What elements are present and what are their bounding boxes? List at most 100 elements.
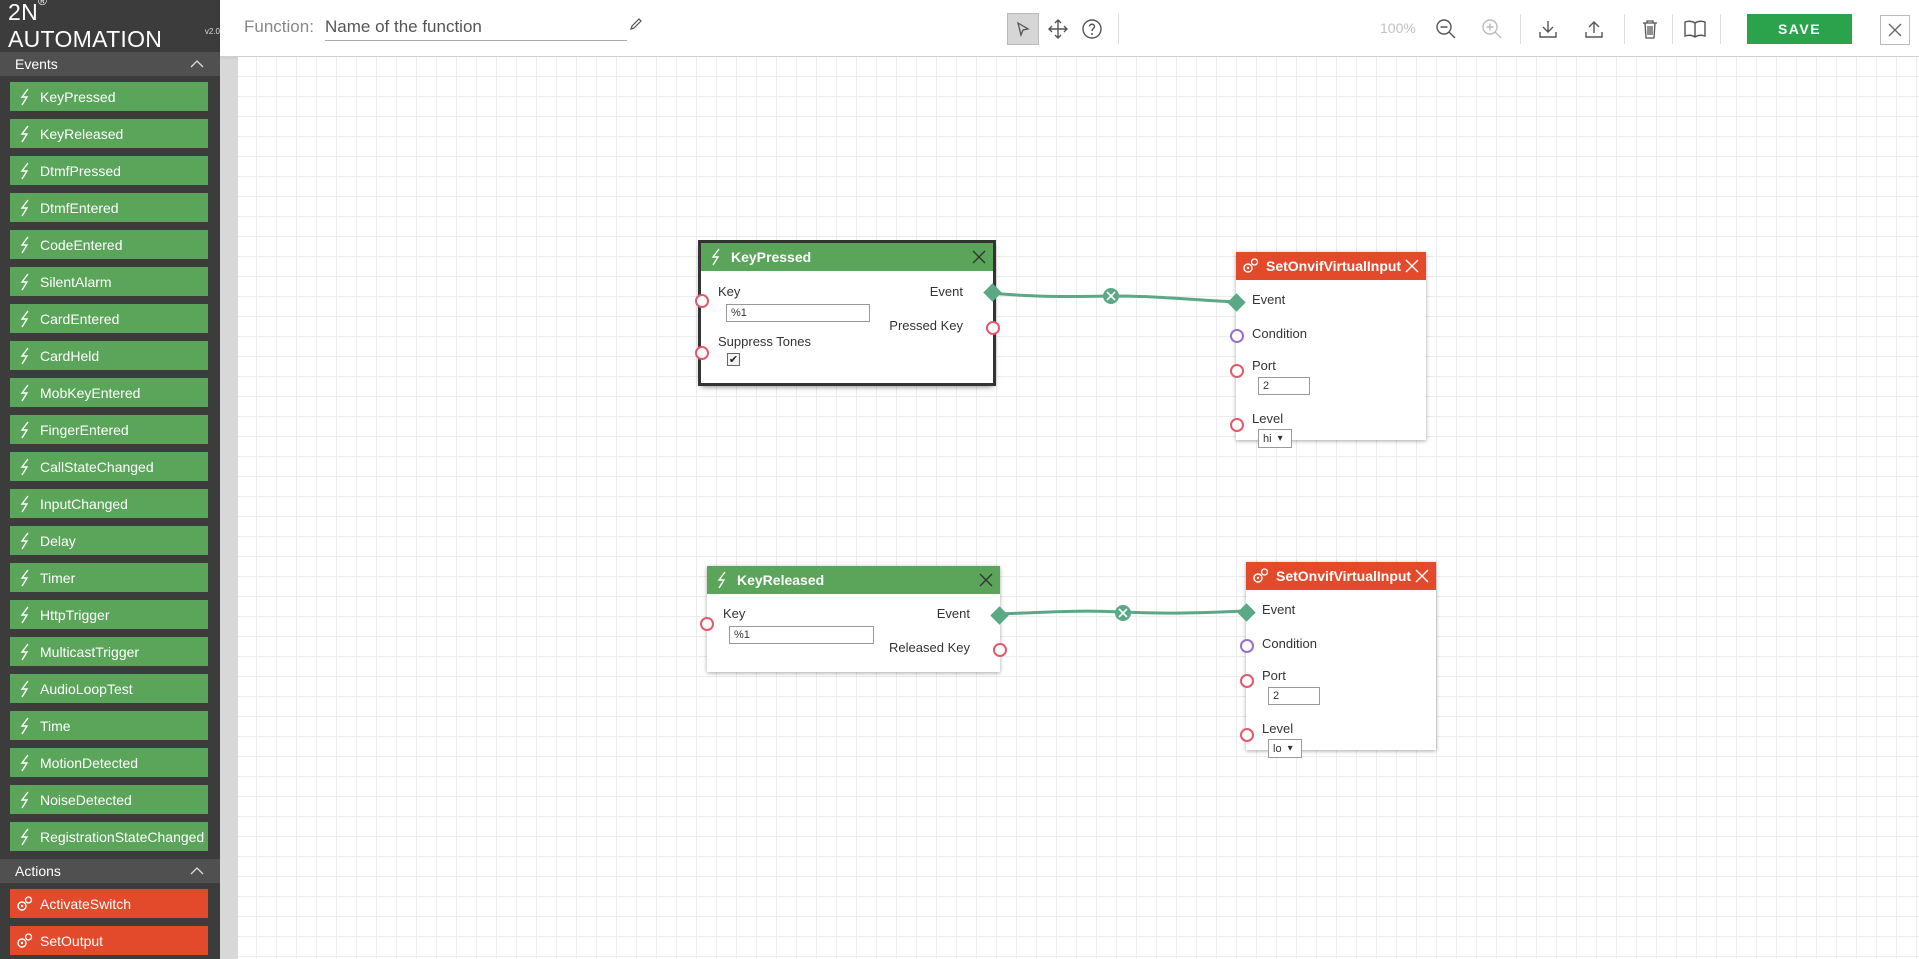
node-keypressed[interactable]: KeyPressed Key Suppress Tones ✔ Event Pr… [701, 243, 993, 383]
level-select[interactable]: hi▾ [1258, 429, 1292, 448]
port-input-port[interactable] [1230, 364, 1244, 378]
zoom-out-icon[interactable] [1430, 13, 1462, 45]
gears-icon [1236, 257, 1266, 275]
sidebar-item-label: MotionDetected [40, 755, 138, 771]
node-keyreleased[interactable]: KeyReleased Key Event Released Key [707, 566, 1000, 672]
lightning-icon [10, 674, 40, 703]
sidebar-item-inputchanged[interactable]: InputChanged [10, 489, 208, 518]
sidebar-item-dtmfpressed[interactable]: DtmfPressed [10, 156, 208, 185]
close-icon[interactable] [971, 249, 987, 265]
key-input[interactable] [726, 304, 870, 322]
node-header[interactable]: SetOnvifVirtualInput [1236, 252, 1426, 280]
sidebar-item-label: InputChanged [40, 496, 128, 512]
sidebar-item-activateswitch[interactable]: ActivateSwitch [10, 889, 208, 918]
key-input[interactable] [729, 626, 874, 644]
suppress-input-port[interactable] [695, 346, 709, 360]
close-icon[interactable] [1404, 258, 1420, 274]
event-input-port[interactable] [1227, 293, 1245, 311]
trash-icon[interactable] [1634, 13, 1666, 45]
toolbar-separator [1720, 14, 1721, 44]
level-input-port[interactable] [1240, 728, 1254, 742]
sidebar-item-timer[interactable]: Timer [10, 563, 208, 592]
pressed-key-output-port[interactable] [986, 321, 1000, 335]
wire-remove-icon [1115, 605, 1131, 621]
upload-icon[interactable] [1578, 13, 1610, 45]
sidebar-scrollbar[interactable] [220, 57, 238, 959]
event-output-label: Event [937, 606, 970, 621]
sidebar-item-label: FingerEntered [40, 422, 129, 438]
actions-section-header[interactable]: Actions [0, 859, 220, 883]
port-input[interactable] [1268, 687, 1320, 705]
key-input-port[interactable] [695, 294, 709, 308]
lightning-icon [10, 415, 40, 444]
sidebar-item-dtmfentered[interactable]: DtmfEntered [10, 193, 208, 222]
key-input-port[interactable] [700, 617, 714, 631]
help-icon[interactable] [1076, 13, 1108, 45]
flow-canvas[interactable]: KeyPressed Key Suppress Tones ✔ Event Pr… [238, 57, 1919, 959]
wire-keyreleased-to-set2 [1000, 611, 1246, 614]
close-icon[interactable] [1880, 15, 1910, 45]
wire-remove-icon [1103, 288, 1119, 304]
event-input-port[interactable] [1237, 603, 1255, 621]
sidebar-item-fingerentered[interactable]: FingerEntered [10, 415, 208, 444]
pointer-icon[interactable] [1007, 13, 1039, 45]
port-input[interactable] [1258, 377, 1310, 395]
lightning-icon [10, 452, 40, 481]
sidebar-item-silentalarm[interactable]: SilentAlarm [10, 267, 208, 296]
actions-section-title: Actions [15, 863, 61, 879]
condition-input-port[interactable] [1230, 329, 1244, 343]
level-select[interactable]: lo▾ [1268, 739, 1302, 758]
sidebar-item-label: Time [40, 718, 71, 734]
suppress-tones-checkbox[interactable]: ✔ [727, 353, 740, 366]
condition-input-port[interactable] [1240, 639, 1254, 653]
actions-list: ActivateSwitchSetOutput [0, 883, 220, 959]
sidebar-item-label: Delay [40, 533, 76, 549]
sidebar-item-callstatechanged[interactable]: CallStateChanged [10, 452, 208, 481]
sidebar-item-time[interactable]: Time [10, 711, 208, 740]
condition-input-label: Condition [1252, 326, 1307, 341]
function-name-input[interactable] [325, 14, 627, 41]
level-input-port[interactable] [1230, 418, 1244, 432]
sidebar-item-label: KeyPressed [40, 89, 115, 105]
event-output-port[interactable] [990, 606, 1008, 624]
sidebar-item-label: NoiseDetected [40, 792, 132, 808]
pencil-icon[interactable] [628, 16, 644, 37]
event-output-port[interactable] [983, 283, 1001, 301]
close-icon[interactable] [1414, 568, 1430, 584]
close-icon[interactable] [978, 572, 994, 588]
sidebar-item-delay[interactable]: Delay [10, 526, 208, 555]
sidebar-item-setoutput[interactable]: SetOutput [10, 926, 208, 955]
sidebar-item-mobkeyentered[interactable]: MobKeyEntered [10, 378, 208, 407]
released-key-output-port[interactable] [993, 643, 1007, 657]
zoom-in-icon[interactable] [1476, 13, 1508, 45]
sidebar-item-codeentered[interactable]: CodeEntered [10, 230, 208, 259]
port-input-port[interactable] [1240, 674, 1254, 688]
download-icon[interactable] [1532, 13, 1564, 45]
sidebar-item-motiondetected[interactable]: MotionDetected [10, 748, 208, 777]
sidebar-item-label: RegistrationStateChanged [40, 829, 204, 845]
sidebar-item-cardheld[interactable]: CardHeld [10, 341, 208, 370]
sidebar-item-audiolooptest[interactable]: AudioLoopTest [10, 674, 208, 703]
node-setonvifvirtualinput-1[interactable]: SetOnvifVirtualInput Event Condition Por… [1236, 252, 1426, 440]
lightning-icon [10, 563, 40, 592]
lightning-icon [10, 304, 40, 333]
lightning-icon [10, 822, 40, 851]
key-label: Key [723, 606, 745, 621]
sidebar-item-httptrigger[interactable]: HttpTrigger [10, 600, 208, 629]
sidebar-item-registrationstatechanged[interactable]: RegistrationStateChanged [10, 822, 208, 851]
book-icon[interactable] [1679, 13, 1711, 45]
sidebar-item-label: HttpTrigger [40, 607, 110, 623]
save-button[interactable]: SAVE [1747, 14, 1852, 44]
sidebar-item-keypressed[interactable]: KeyPressed [10, 82, 208, 111]
gears-icon [10, 926, 40, 955]
move-icon[interactable] [1042, 13, 1074, 45]
node-setonvifvirtualinput-2[interactable]: SetOnvifVirtualInput Event Condition Por… [1246, 562, 1436, 750]
node-header[interactable]: KeyReleased [707, 566, 1000, 594]
sidebar-item-multicasttrigger[interactable]: MulticastTrigger [10, 637, 208, 666]
sidebar-item-cardentered[interactable]: CardEntered [10, 304, 208, 333]
sidebar-item-keyreleased[interactable]: KeyReleased [10, 119, 208, 148]
sidebar-item-noisedetected[interactable]: NoiseDetected [10, 785, 208, 814]
node-header[interactable]: SetOnvifVirtualInput [1246, 562, 1436, 590]
events-section-header[interactable]: Events [0, 52, 220, 76]
node-header[interactable]: KeyPressed [701, 243, 993, 271]
